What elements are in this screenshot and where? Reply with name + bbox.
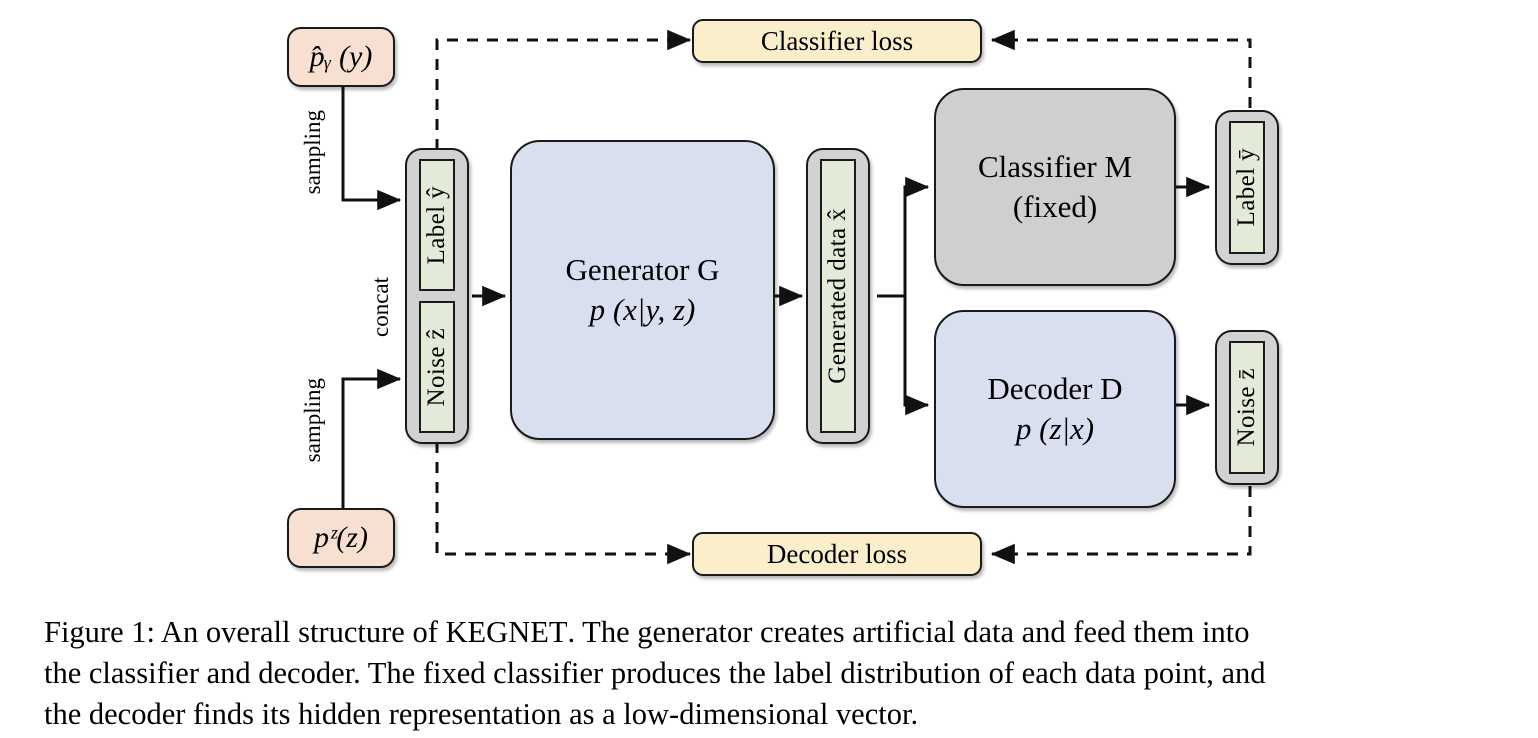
node-prior-pz-label: pᶻ(z) xyxy=(314,521,368,555)
node-noise-zbar-inner: Noise z̄ xyxy=(1229,341,1265,474)
node-prior-py-label: p̂ᵧ (y) xyxy=(309,40,373,74)
caption-line-1: Figure 1: An overall structure of KEGNET… xyxy=(44,612,1504,653)
node-generator-formula: p (x|y, z) xyxy=(589,292,696,327)
node-decoder-loss[interactable]: Decoder loss xyxy=(692,532,982,576)
node-noise-zhat-label: Noise ẑ xyxy=(423,327,450,407)
node-noise-zhat[interactable]: Noise ẑ xyxy=(419,301,455,433)
node-classifier-loss-label: Classifier loss xyxy=(760,25,914,56)
node-label-ybar[interactable]: Label ȳ xyxy=(1215,110,1279,265)
caption-line-2: the classifier and decoder. The fixed cl… xyxy=(44,655,1266,690)
node-generated-data-inner: Generated data x̂ xyxy=(820,159,856,433)
caption-n: N xyxy=(508,615,531,649)
edge-label-sampling-bottom: sampling xyxy=(300,378,325,463)
caption-line-3: the decoder finds its hidden representat… xyxy=(44,696,919,731)
wire-split-to-classifier xyxy=(903,176,930,296)
wire-priory-to-label xyxy=(341,87,402,211)
wire-split-to-decoder xyxy=(903,296,930,416)
node-label-ybar-inner: Label ȳ xyxy=(1229,121,1265,254)
node-prior-py[interactable]: p̂ᵧ (y) xyxy=(287,27,395,87)
node-label-ybar-label: Label ȳ xyxy=(1233,148,1260,227)
caption-smallcaps-eg: EG xyxy=(467,615,509,649)
node-generated-data[interactable]: Generated data x̂ xyxy=(806,148,870,444)
node-classifier-title: Classifier M xyxy=(977,149,1133,185)
edge-label-sampling-top: sampling xyxy=(300,110,325,195)
node-decoder[interactable]: Decoder D p (z|x) xyxy=(934,310,1176,508)
edge-label-concat: concat xyxy=(368,277,393,338)
node-decoder-title: Decoder D xyxy=(987,371,1123,407)
node-noise-zbar[interactable]: Noise z̄ xyxy=(1215,330,1279,485)
wire-noisebar-to-decoder-loss xyxy=(990,466,1252,565)
node-prior-pz[interactable]: pᶻ(z) xyxy=(287,508,395,568)
node-decoder-loss-label: Decoder loss xyxy=(766,538,908,569)
node-noise-zbar-label: Noise z̄ xyxy=(1233,368,1260,447)
wire-priorz-to-noise xyxy=(341,368,402,508)
caption-line-1-text: Figure 1: An overall structure of K xyxy=(44,615,468,649)
node-generator[interactable]: Generator G p (x|y, z) xyxy=(510,140,775,440)
node-generator-title: Generator G xyxy=(565,252,720,288)
node-label-yhat[interactable]: Label ŷ xyxy=(419,159,455,291)
wire-labelhat-to-classifier-loss xyxy=(435,29,692,150)
node-decoder-formula: p (z|x) xyxy=(1015,411,1095,446)
node-label-yhat-label: Label ŷ xyxy=(423,185,450,265)
caption-line-1-rest: . The generator creates artificial data … xyxy=(567,615,1250,649)
node-generated-data-label: Generated data x̂ xyxy=(824,208,851,384)
node-classifier-subtitle: (fixed) xyxy=(1012,189,1098,224)
caption-smallcaps-et: ET xyxy=(530,615,568,649)
wire-noisehat-to-decoder-loss xyxy=(435,442,692,565)
node-concat-capsule[interactable]: Label ŷ Noise ẑ xyxy=(405,148,469,444)
node-classifier-loss[interactable]: Classifier loss xyxy=(692,19,982,63)
wire-labelbar-to-classifier-loss xyxy=(990,29,1252,128)
node-classifier[interactable]: Classifier M (fixed) xyxy=(934,88,1176,286)
figure-caption: Figure 1: An overall structure of KEGNET… xyxy=(44,612,1504,735)
